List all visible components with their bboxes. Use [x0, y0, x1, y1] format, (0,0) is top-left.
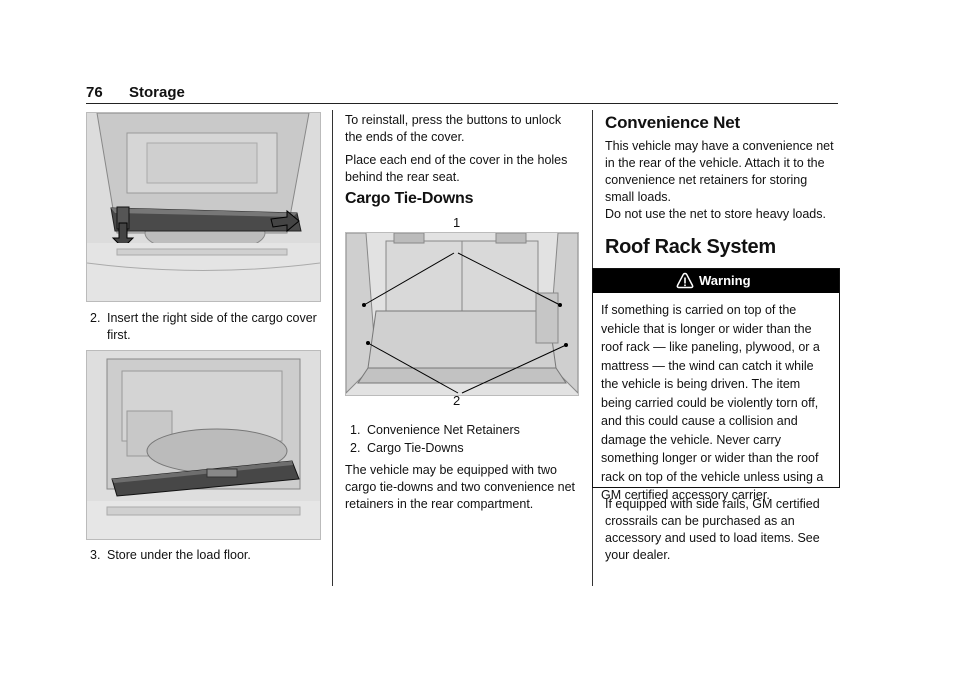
cargo-cover-storage-illustration — [86, 350, 321, 540]
para-net-2: Do not use the net to store heavy loads. — [605, 207, 826, 221]
cargo-cover-removal-illustration — [86, 112, 321, 302]
header-rule — [86, 103, 838, 104]
column-divider-left — [332, 110, 333, 586]
section-title: Storage — [129, 84, 185, 101]
step-2-text: Insert the right side of the cargo cover… — [107, 311, 317, 342]
list-item-1-text: Convenience Net Retainers — [367, 423, 520, 437]
heading-cargo-tie-downs: Cargo Tie-Downs — [345, 190, 474, 207]
list-item-2-text: Cargo Tie-Downs — [367, 441, 464, 455]
page-header: 76 Storage — [86, 84, 838, 104]
list-item-2-number: 2. — [350, 441, 361, 455]
warning-label: Warning — [699, 273, 751, 288]
cargo-tie-downs-illustration — [345, 232, 579, 396]
step-3-number: 3. — [90, 548, 101, 562]
step-3-text: Store under the load floor. — [107, 548, 251, 562]
para-equipped: The vehicle may be equipped with two car… — [345, 463, 576, 511]
warning-icon — [676, 272, 694, 294]
para-net-1: This vehicle may have a convenience net … — [605, 139, 834, 204]
step-2-number: 2. — [90, 311, 101, 325]
callout-2: 2 — [453, 393, 461, 408]
heading-roof-rack-system: Roof Rack System — [605, 236, 776, 258]
heading-convenience-net: Convenience Net — [605, 113, 740, 132]
warning-text: If something is carried on top of the ve… — [601, 303, 824, 502]
warning-box: Warning If something is carried on top o… — [592, 268, 840, 502]
para-reinstall: To reinstall, press the buttons to unloc… — [345, 113, 562, 144]
para-place-cover: Place each end of the cover in the holes… — [345, 153, 568, 184]
warning-header: Warning — [593, 269, 839, 293]
para-side-rails: If equipped with side rails, GM certifie… — [605, 497, 820, 562]
page-number: 76 — [86, 84, 103, 101]
callout-1: 1 — [453, 215, 461, 230]
list-item-1-number: 1. — [350, 423, 361, 437]
